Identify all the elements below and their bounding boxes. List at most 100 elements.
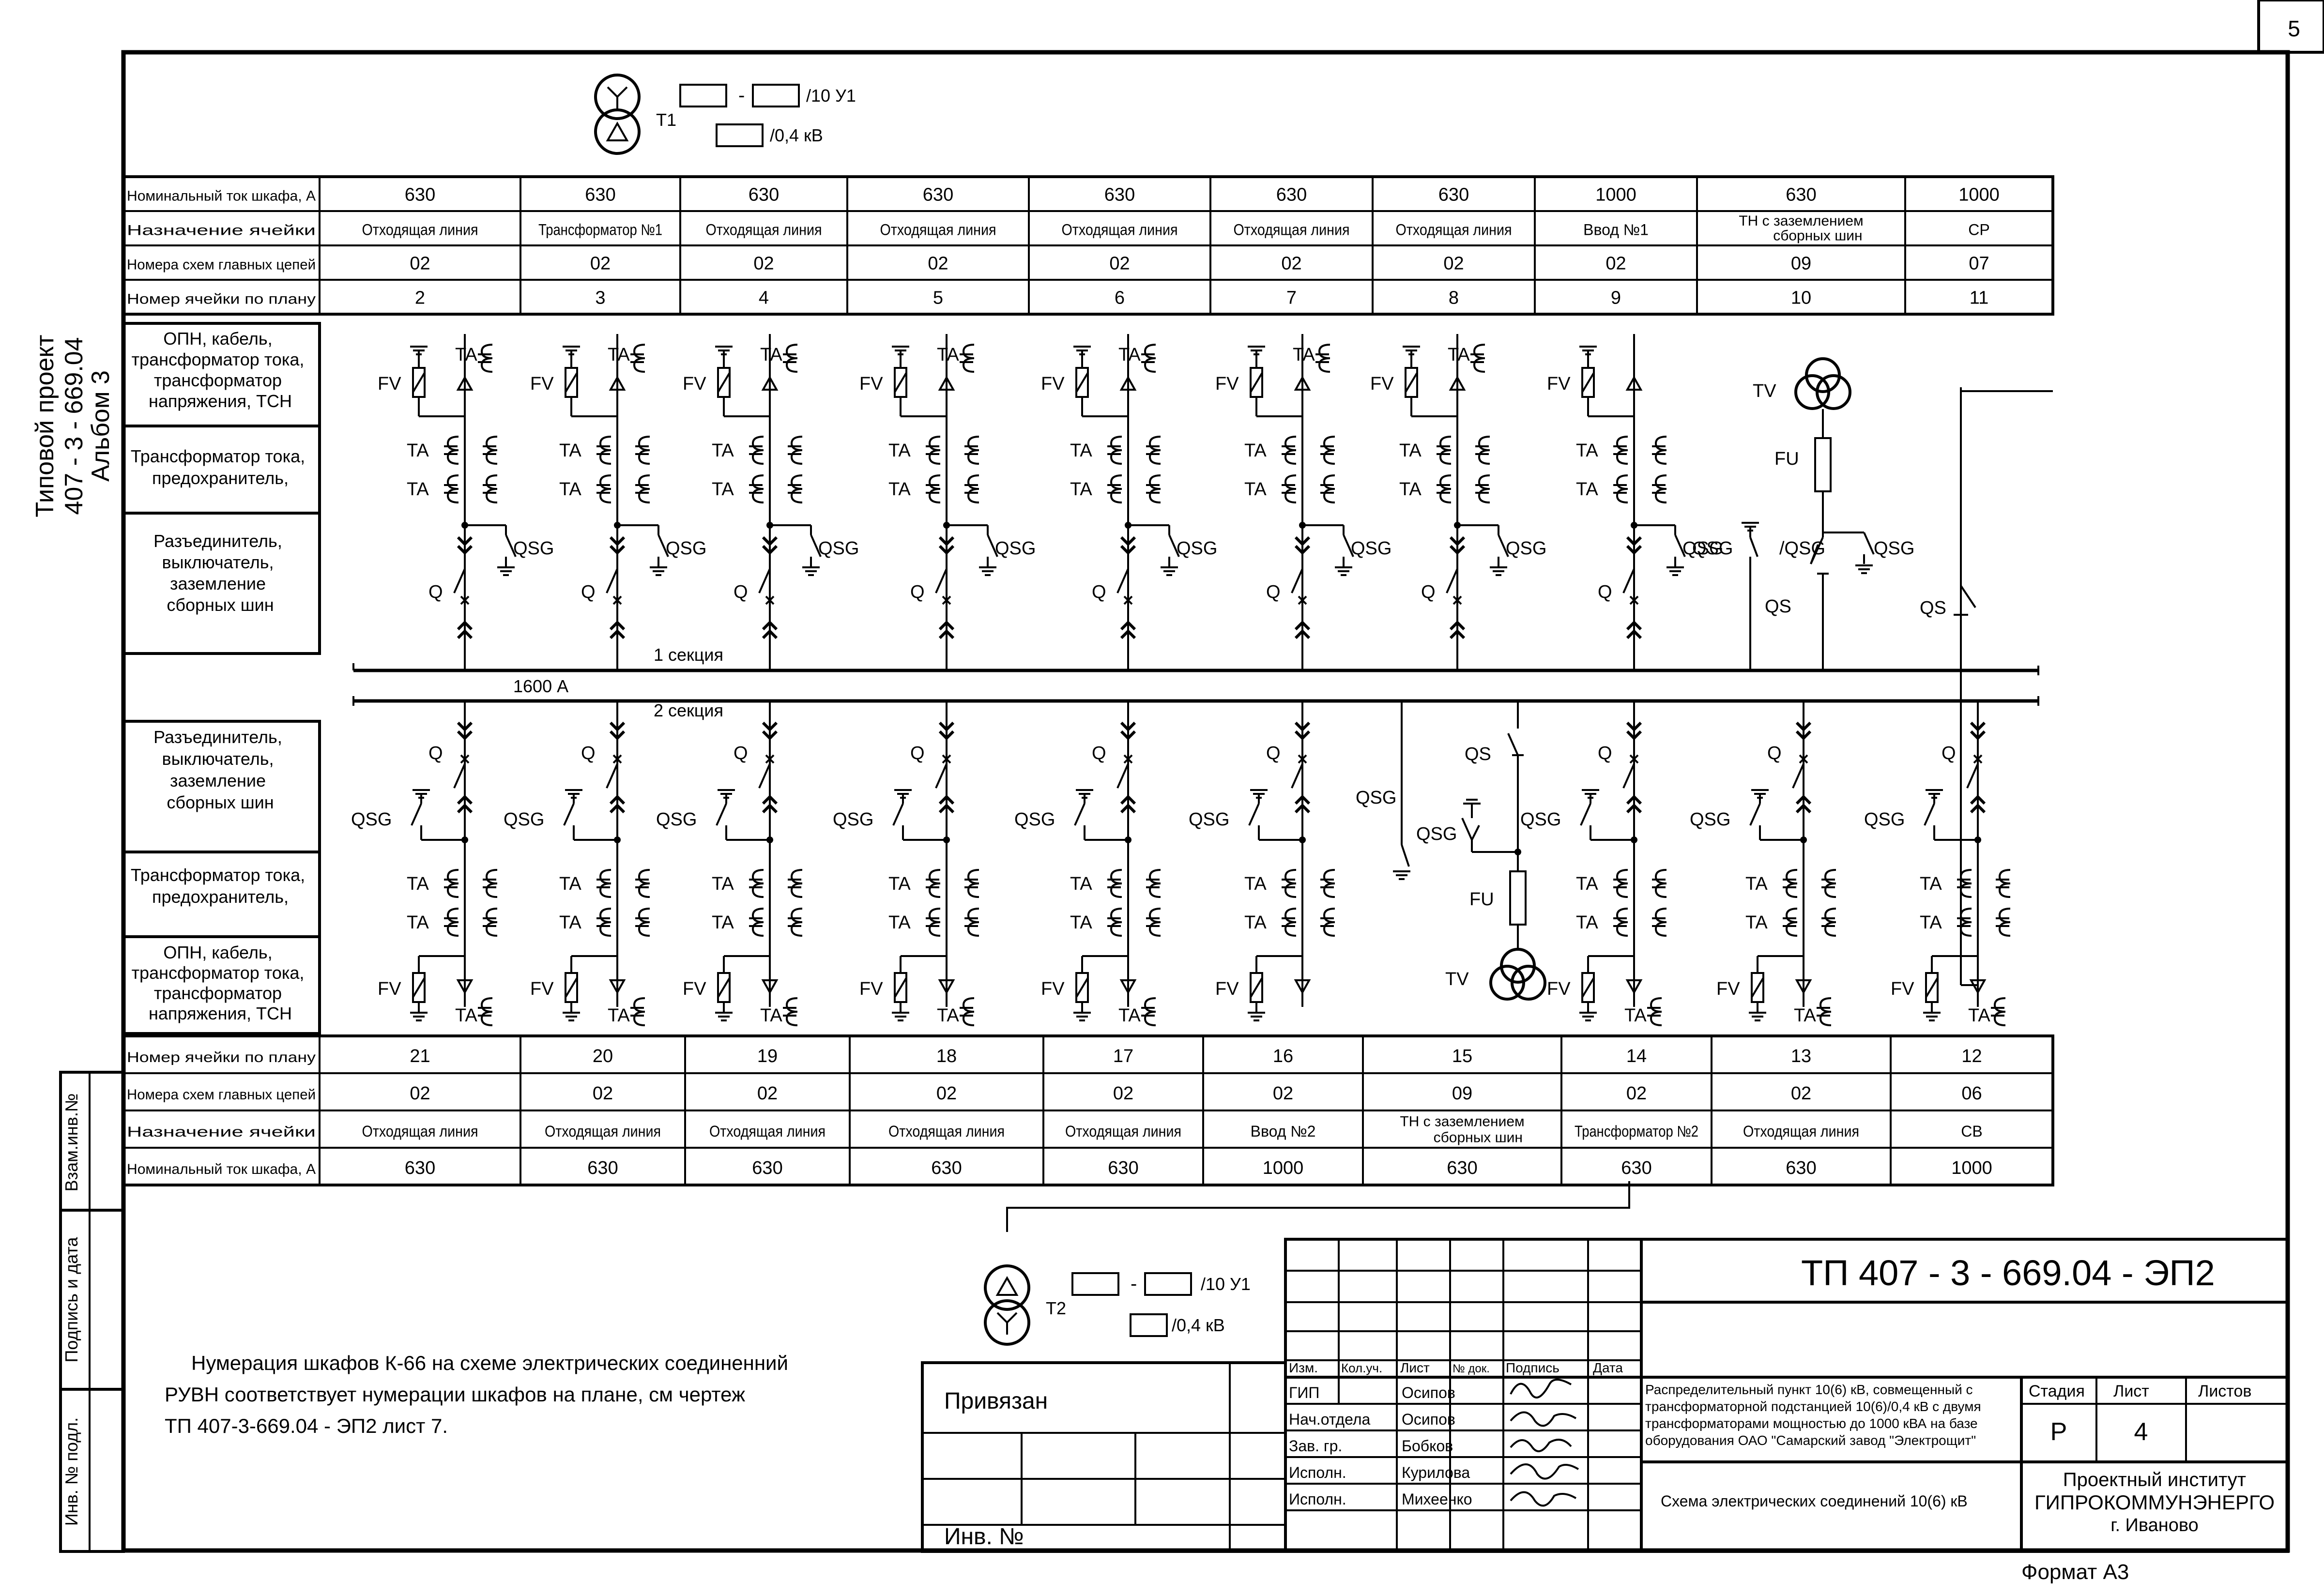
cell-current: 1000: [1958, 185, 2000, 205]
bottom-sv-cell: [1960, 387, 1978, 986]
q-label: Q: [581, 582, 596, 602]
ta-label: TA: [1399, 441, 1422, 461]
ta-label: TA: [455, 1005, 477, 1026]
cell-number: 9: [1611, 288, 1621, 308]
cell-scheme: 02: [928, 254, 948, 274]
qsg-label: QSG: [1356, 788, 1396, 808]
qsg-label: QSG: [1520, 809, 1561, 830]
svg-text:ТП 407-3-669.04 - ЭП2 лист 7.: ТП 407-3-669.04 - ЭП2 лист 7.: [165, 1414, 448, 1437]
q-label: Q: [428, 582, 443, 602]
cell-purpose: Отходящая линия: [1062, 221, 1178, 239]
ta-label: TA: [888, 912, 911, 933]
ta-label: TA: [888, 874, 911, 894]
cell-scheme: 02: [1273, 1083, 1293, 1104]
bottom-panel-label-1: Разъединитель, выключатель, заземление с…: [153, 727, 287, 812]
signoff-roles: ГИП Осипов Нач.отдела Осипов Зав. гр. Бо…: [1289, 1384, 1472, 1508]
qsg-label: QSG: [656, 809, 697, 830]
q-label: Q: [1266, 743, 1281, 763]
bus-rating-label: 1600 А: [513, 676, 568, 696]
drawing-description: Распределительный пункт 10(6) кВ, совмещ…: [1645, 1382, 1985, 1448]
cell-number: 14: [1626, 1046, 1647, 1066]
cell-scheme: 02: [590, 254, 611, 274]
row-label: Номера схем главных цепей: [127, 1087, 316, 1103]
cell-number: 7: [1286, 288, 1297, 308]
qsg-label: /QSG: [1779, 538, 1825, 559]
cell-scheme: 02: [1626, 1083, 1647, 1104]
ta-label: TA: [1448, 345, 1470, 365]
svg-text:T2: T2: [1046, 1298, 1066, 1318]
page-number-box: [2257, 0, 2324, 54]
cell-scheme: 09: [1791, 254, 1811, 274]
svg-text:Лист: Лист: [1400, 1360, 1430, 1375]
ta-label: TA: [712, 912, 734, 933]
cell-current: 630: [405, 1158, 435, 1178]
ta-label: TA: [1745, 912, 1768, 933]
q-label: Q: [428, 743, 443, 763]
fv-label: FV: [1215, 374, 1239, 394]
svg-text:Исполн.: Исполн.: [1289, 1490, 1346, 1508]
fv-label: FV: [1215, 979, 1239, 999]
cell-number: 10: [1791, 288, 1811, 308]
cell-number: 5: [933, 288, 943, 308]
ta-label: TA: [1920, 912, 1942, 933]
qsg-label: QSG: [1189, 809, 1229, 830]
fv-label: FV: [1547, 374, 1571, 394]
cell-current: 630: [752, 1158, 782, 1178]
svg-text:T1: T1: [656, 110, 676, 130]
page-number: 5: [2288, 16, 2300, 41]
ta-label: TA: [1070, 441, 1092, 461]
ta-label: TA: [1576, 874, 1598, 894]
cell-number: 17: [1113, 1046, 1133, 1066]
stamp-vzam: Взам.инв.№: [61, 1093, 81, 1191]
ta-label: TA: [1244, 479, 1267, 500]
cell-scheme: 02: [1791, 1083, 1811, 1104]
fu-label: FU: [1774, 449, 1799, 469]
fv-label: FV: [1891, 979, 1914, 999]
cell-purpose: Отходящая линия: [1065, 1123, 1181, 1140]
bottom-section-panels: Разъединитель, выключатель, заземление с…: [122, 720, 321, 1035]
ta-label: TA: [1745, 874, 1768, 894]
cell-scheme: 02: [1605, 254, 1626, 274]
cell-current: 630: [405, 185, 435, 205]
q-label: Q: [1598, 582, 1612, 602]
cell-number: 16: [1273, 1046, 1293, 1066]
cell-number: 6: [1115, 288, 1125, 308]
cell-purpose: Трансформатор №1: [538, 221, 662, 239]
cell-number: 21: [410, 1046, 430, 1066]
q-label: Q: [581, 743, 596, 763]
cell-number: 19: [757, 1046, 778, 1066]
ta-label: TA: [1576, 479, 1598, 500]
ta-label: TA: [712, 479, 734, 500]
cell-purpose: Отходящая линия: [880, 221, 996, 239]
svg-text:Изм.: Изм.: [1289, 1360, 1318, 1375]
row-label: Назначение ячейки: [127, 1124, 316, 1140]
cell-scheme: 02: [1443, 254, 1464, 274]
cell-current: 630: [1108, 1158, 1138, 1178]
ta-label: TA: [559, 479, 581, 500]
q-label: Q: [910, 743, 925, 763]
qsg-label: QSG: [1682, 538, 1723, 559]
qsg-label: QSG: [1690, 809, 1730, 830]
cell-current: 630: [749, 185, 779, 205]
ta-label: TA: [407, 441, 429, 461]
ta-label: TA: [1968, 1005, 1990, 1026]
cell-scheme: 02: [410, 254, 430, 274]
top-panel-label-3: Разъединитель, выключатель, заземление с…: [153, 531, 287, 615]
cell-purpose: Отходящая линия: [888, 1123, 1005, 1140]
ta-label: TA: [559, 912, 581, 933]
format-label: Формат А3: [2021, 1560, 2129, 1584]
fv-label: FV: [1547, 979, 1571, 999]
svg-text:Проектный институт: Проектный институт: [2063, 1469, 2246, 1490]
cell-purpose: Отходящая линия: [545, 1123, 661, 1140]
note: Нумерация шкафов К-66 на схеме электриче…: [165, 1352, 788, 1437]
cell-purpose: Отходящая линия: [709, 1123, 826, 1140]
qsg-label: QSG: [1874, 538, 1914, 559]
svg-text:Подпись: Подпись: [1506, 1360, 1560, 1375]
cell-purpose: СВ: [1961, 1123, 1982, 1140]
